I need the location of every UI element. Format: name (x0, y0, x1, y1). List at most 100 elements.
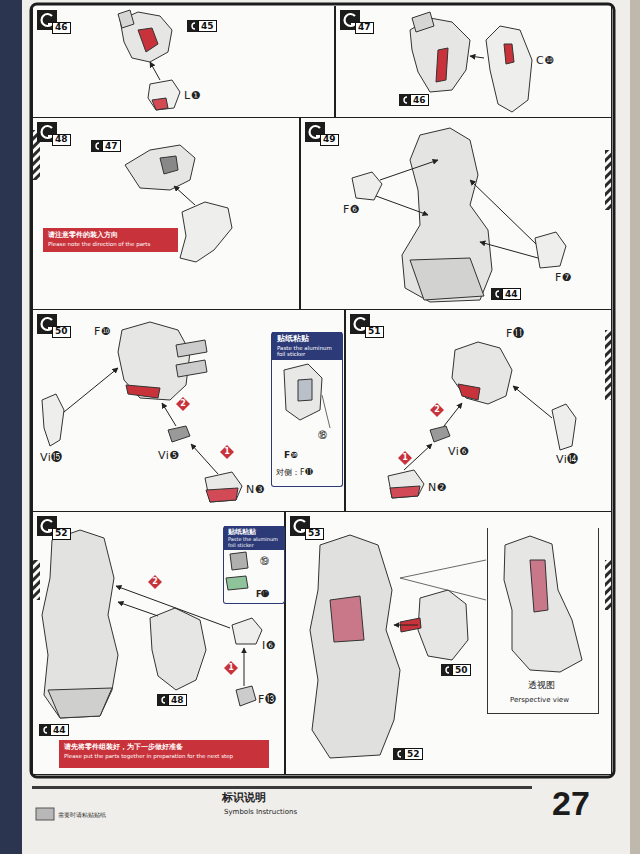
ref-badge (399, 94, 410, 106)
node-text: Please put the parts together in prepara… (64, 753, 264, 759)
part-drawing (284, 364, 322, 420)
callout-number: 2 (432, 404, 442, 416)
part-drawing (160, 156, 178, 174)
assembly-arrow (444, 403, 462, 426)
node-text: Paste the aluminum foil sticker (228, 537, 282, 549)
part-label: Vi❺ (158, 450, 180, 463)
part-drawing (298, 379, 312, 401)
ref-badge-icon (446, 667, 449, 673)
frame-hatch (33, 560, 40, 600)
assembly-arrow (244, 648, 245, 686)
subassembly-ref: 48 (168, 694, 187, 706)
part-drawing (552, 404, 576, 450)
note-box: 请先将零件组装好，为下一步做好准备Please put the parts to… (59, 740, 269, 768)
leader-line (400, 578, 486, 600)
ref-badge (91, 140, 102, 152)
assembly-arrow (150, 62, 160, 80)
assembly-arrow (118, 602, 158, 616)
subassembly-ref: 47 (102, 140, 121, 152)
part-label: L❶ (184, 90, 201, 103)
inset-box: 贴纸粘贴Paste the aluminum foil sticker⑱F❿对侧… (271, 332, 343, 487)
step-number: 52 (52, 528, 71, 540)
leader-line (400, 560, 486, 578)
part-drawing (205, 472, 242, 502)
step-badge-icon (42, 14, 52, 26)
ref-badge-icon (398, 751, 401, 757)
assembly-arrow (470, 180, 536, 244)
part-drawing (452, 342, 512, 404)
callout-number: 2 (178, 398, 188, 410)
ref-badge (187, 20, 198, 32)
node-text: F⓭ (256, 590, 269, 599)
part-drawing (150, 608, 206, 690)
part-drawing (176, 340, 207, 357)
part-drawing (402, 128, 492, 302)
part-label: Vi⓮ (556, 454, 579, 467)
callout-number: 1 (226, 662, 236, 674)
assembly-arrow (116, 586, 230, 628)
ref-badge (491, 288, 502, 300)
callout-number: 1 (222, 446, 232, 458)
assembly-arrow (380, 160, 438, 180)
part-drawing (412, 12, 434, 32)
part-label: F❼ (555, 272, 572, 285)
part-label: Vi⓯ (40, 452, 63, 465)
part-label: N❷ (428, 482, 447, 495)
step-panel: 51 (345, 310, 612, 512)
footer-box: 标识说明Symbols Instructions (32, 786, 532, 822)
part-drawing (458, 384, 480, 400)
step-badge-icon (42, 126, 52, 138)
part-drawing (504, 44, 514, 64)
part-drawing (232, 618, 262, 644)
step-number: 47 (355, 22, 374, 34)
part-drawing (125, 145, 195, 190)
node-text: 标识说明 (222, 792, 266, 805)
subassembly-ref: 44 (50, 724, 69, 736)
frame-hatch (605, 330, 612, 400)
part-drawing (390, 486, 420, 498)
part-label: F❿ (94, 326, 111, 339)
subassembly-ref: 46 (410, 94, 429, 106)
step-number: 49 (320, 134, 339, 146)
ref-badge (157, 694, 168, 706)
part-drawing (138, 28, 158, 52)
part-label: C❿ (536, 55, 555, 68)
page-number: 27 (552, 786, 590, 820)
part-drawing (226, 576, 248, 590)
frame-hatch (605, 150, 612, 210)
callout-diamond (398, 451, 412, 465)
part-label: Vi❻ (448, 446, 470, 459)
assembly-arrow (376, 196, 428, 215)
node-text: F❿ (284, 450, 298, 460)
node-text: Paste the aluminum foil sticker (277, 345, 339, 358)
step-badge-icon (345, 14, 355, 26)
assembly-arrow (394, 625, 418, 626)
step-number: 53 (305, 528, 324, 540)
part-drawing (388, 470, 424, 498)
ref-badge-icon (496, 291, 499, 297)
part-drawing (486, 26, 532, 112)
node-text: 贴纸粘贴 (228, 528, 282, 536)
page-frame (31, 4, 614, 777)
assembly-arrow (162, 403, 176, 426)
step-panel: 53透视图Perspective view (285, 512, 612, 775)
part-drawing (430, 426, 450, 442)
part-drawing (436, 48, 448, 82)
part-drawing (148, 80, 180, 110)
part-drawing (535, 232, 566, 268)
step-panel: 47 (335, 6, 612, 118)
subassembly-ref: 45 (198, 20, 217, 32)
part-drawing (118, 10, 134, 28)
ref-badge-icon (162, 697, 165, 703)
part-drawing (180, 202, 232, 262)
part-drawing (330, 596, 364, 642)
part-drawing (410, 258, 484, 300)
step-badge-icon (310, 126, 320, 138)
callout-number: 2 (150, 576, 160, 588)
step-panel: 52贴纸粘贴Paste the aluminum foil sticker⑲F⓭… (32, 512, 285, 775)
assembly-arrow (174, 186, 195, 205)
subassembly-ref: 44 (502, 288, 521, 300)
part-drawing (310, 535, 400, 758)
